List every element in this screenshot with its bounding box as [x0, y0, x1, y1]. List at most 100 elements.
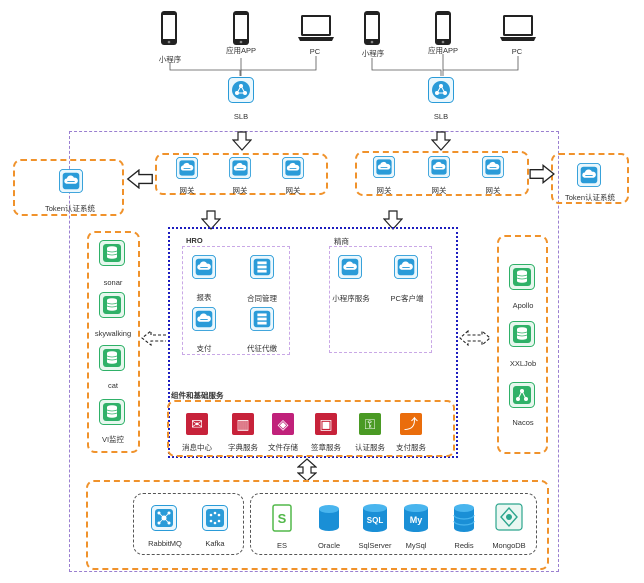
component-label: 字典服务: [228, 443, 258, 452]
component-label: 文件存储: [268, 443, 298, 452]
nacos-icon: [509, 382, 535, 408]
components-title: 组件和基础服务: [171, 391, 224, 400]
business-area: [168, 227, 458, 458]
message-center-icon: ✉: [186, 413, 208, 435]
gateway-label: 网关: [431, 186, 447, 195]
jingshang-service-mini: 小程序服务: [332, 294, 370, 303]
slb-left-label: SLB: [233, 112, 249, 121]
svg-text:S: S: [278, 511, 287, 526]
storage-area: [86, 480, 549, 570]
database-icon: [99, 292, 125, 318]
storage-sqlserver: SqlServer: [358, 541, 392, 550]
hro-service-payment: 支付: [196, 344, 212, 353]
database-icon: [99, 345, 125, 371]
registry-nacos: Nacos: [512, 418, 534, 427]
database-icon: [99, 240, 125, 266]
dictionary-icon: ▥: [232, 413, 254, 435]
storage-es: ES: [276, 541, 287, 550]
kafka-icon: [202, 505, 228, 531]
signature-icon: ▣: [315, 413, 337, 435]
svg-text:SQL: SQL: [367, 516, 384, 525]
storage-redis: Redis: [454, 541, 474, 550]
jingshang-service-pc: PC客户端: [390, 294, 424, 303]
token-auth-left-label: Token认证系统: [44, 204, 95, 213]
system-boundary: [69, 131, 559, 572]
miniprogram-cloud-icon: [338, 255, 362, 279]
monitor-sonar: sonar: [103, 278, 123, 287]
contract-server-icon: [250, 255, 274, 279]
monitor-cat: cat: [107, 381, 118, 390]
client-pc-left: PC: [309, 47, 321, 56]
es-icon: S: [272, 504, 292, 532]
storage-mongodb: MongoDB: [492, 541, 526, 550]
slb-right-label: SLB: [433, 112, 449, 121]
gateway-icon: [373, 156, 395, 178]
database-icon: [509, 264, 535, 290]
hro-service-tax: 代征代缴: [247, 344, 277, 353]
client-connectors: [169, 54, 519, 76]
sqlserver-icon: SQL: [363, 504, 387, 532]
token-cloud-icon: [59, 169, 83, 193]
component-label: 消息中心: [182, 443, 212, 452]
db-group: [250, 493, 537, 555]
token-auth-right-label: Token认证系统: [564, 193, 615, 202]
component-label: 支付服务: [396, 443, 426, 452]
svg-text:My: My: [410, 515, 423, 525]
oracle-icon: [319, 505, 339, 531]
mysql-icon: My: [404, 504, 428, 532]
mq-rabbitmq: RabbitMQ: [148, 539, 182, 548]
monitor-link-arrow: [141, 330, 166, 346]
registry-group: [497, 235, 548, 454]
arrow-left-icon: [125, 169, 155, 189]
storage-mysql: MySql: [405, 541, 427, 550]
storage-oracle: Oracle: [317, 541, 341, 550]
slb-icon: [428, 77, 454, 103]
gateway-label: 网关: [376, 186, 392, 195]
client-pc-right: PC: [511, 47, 523, 56]
token-auth-left: [13, 159, 124, 216]
slb-icon: [228, 77, 254, 103]
gateway-icon: [176, 157, 198, 179]
database-icon: [99, 399, 125, 425]
gateway-icon: [282, 157, 304, 179]
gateway-label: 网关: [232, 186, 248, 195]
file-storage-icon: ◈: [272, 413, 294, 435]
arrow-right-icon: [529, 164, 555, 184]
gateway-group-right: [355, 151, 529, 196]
redis-icon: [453, 504, 475, 532]
arrow-down-icon: [431, 131, 451, 151]
gateway-icon: [482, 156, 504, 178]
monitor-skywalking: skywalking: [94, 329, 132, 338]
payment-chart-icon: ⤴: [400, 413, 422, 435]
client-mini-program-right: 小程序: [361, 49, 385, 58]
pc-client-cloud-icon: [394, 255, 418, 279]
component-label: 认证服务: [355, 443, 385, 452]
tax-server-icon: [250, 307, 274, 331]
gateway-label: 网关: [285, 186, 301, 195]
gateway-label: 网关: [485, 186, 501, 195]
arrow-down-icon: [232, 131, 252, 151]
gateway-icon: [229, 157, 251, 179]
monitoring-group: [87, 231, 140, 453]
gateway-icon: [428, 156, 450, 178]
hro-service-report: 报表: [196, 293, 212, 302]
database-icon: [509, 321, 535, 347]
token-cloud-icon: [577, 163, 601, 187]
rabbitmq-icon: [151, 505, 177, 531]
client-mini-program-left: 小程序: [158, 55, 182, 64]
payment-cloud-icon: [192, 307, 216, 331]
components-group: [167, 400, 455, 457]
mongodb-icon: [495, 503, 523, 531]
registry-link-arrow: [459, 330, 491, 346]
registry-xxljob: XXLJob: [509, 359, 537, 368]
hro-group: [182, 246, 290, 355]
client-app-right: 应用APP: [427, 46, 458, 55]
mq-kafka: Kafka: [205, 539, 225, 548]
hro-service-contract: 合同管理: [247, 294, 277, 303]
jingshang-group: [329, 246, 432, 353]
auth-key-icon: ⚿: [359, 413, 381, 435]
gateway-group-left: [155, 153, 328, 195]
registry-apollo: Apollo: [512, 301, 534, 310]
mq-group: [133, 493, 244, 555]
hro-title: HRO: [186, 236, 203, 245]
